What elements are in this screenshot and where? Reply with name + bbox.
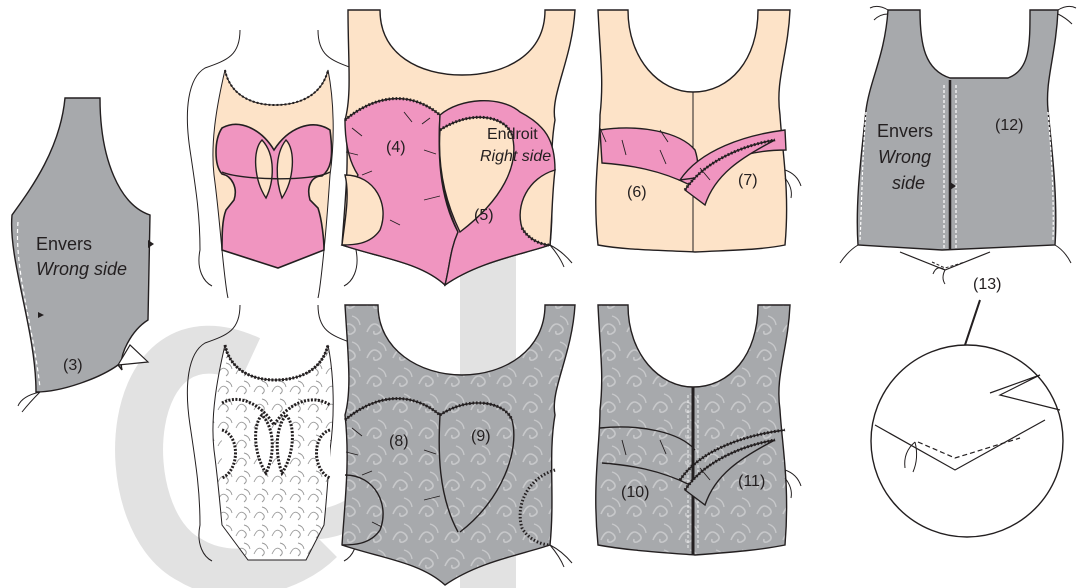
- step-5-label: (5): [474, 207, 494, 224]
- step-6-label: (6): [627, 184, 647, 201]
- step-12-label: (12): [995, 117, 1023, 134]
- thread-top-left: [870, 6, 888, 20]
- back-bodice-right-side: (6) (7): [596, 10, 801, 252]
- front-bodice-lace: (8) (9): [342, 305, 575, 585]
- thread-end: [18, 392, 40, 412]
- left-side-panel: Envers Wrong side (3): [12, 98, 154, 412]
- step-11-label: (11): [738, 473, 765, 490]
- lace-bodice-base: [342, 305, 575, 585]
- thread-end: [550, 545, 572, 567]
- step-13-label: (13): [973, 276, 1001, 293]
- back-bodice-lace: (10) (11): [596, 305, 801, 555]
- wrong-label: Wrong: [878, 147, 931, 167]
- step-3-label: (3): [63, 357, 83, 374]
- right-side-label: Right side: [480, 148, 551, 165]
- magnified-detail: [871, 300, 1063, 537]
- thread-top-right: [1058, 6, 1076, 24]
- envers-label: Envers: [877, 121, 933, 141]
- front-bodice-right-side: (4) (5) Endroit Right side: [342, 10, 575, 285]
- side-label: side: [892, 173, 925, 193]
- step-8-label: (8): [389, 433, 409, 450]
- thread-end: [550, 245, 572, 267]
- crotch-thread: [933, 268, 945, 284]
- step-9-label: (9): [471, 428, 491, 445]
- figure-pink-leotard: [187, 30, 368, 298]
- right-back-panel: Envers Wrong side (12) (13): [840, 6, 1076, 293]
- detail-circle: [871, 345, 1063, 537]
- thread-end: [785, 470, 801, 498]
- step-7-label: (7): [738, 172, 758, 189]
- envers-label: Envers: [36, 234, 92, 254]
- step-10-label: (10): [621, 484, 649, 501]
- wrong-side-label: Wrong side: [36, 259, 127, 279]
- thread-end: [785, 170, 801, 198]
- endroit-label: Endroit: [487, 126, 538, 143]
- crotch-point: [900, 252, 990, 270]
- step-4-label: (4): [386, 139, 406, 156]
